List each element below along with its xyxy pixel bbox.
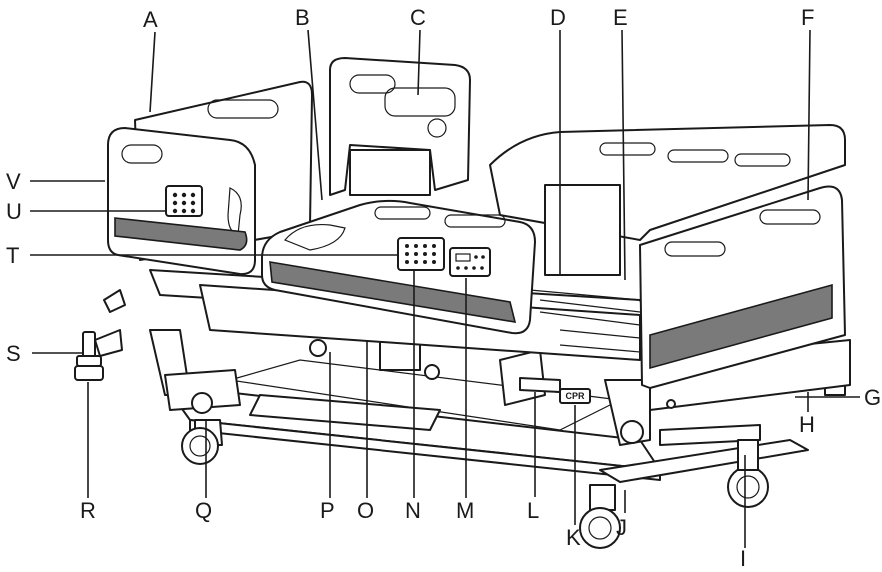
leader-C [417, 29, 421, 96]
label-D: D [550, 5, 566, 30]
label-S: S [6, 341, 21, 366]
caster-front-left [181, 419, 223, 465]
label-A: A [143, 7, 158, 32]
label-C: C [410, 5, 426, 30]
label-R: R [80, 498, 96, 523]
label-G: G [864, 385, 881, 410]
label-P: P [320, 498, 335, 523]
rear-upper-siderail [329, 57, 471, 196]
footboard [639, 185, 846, 389]
label-M: M [456, 498, 474, 523]
rear-lower-siderail [489, 124, 846, 276]
label-U: U [6, 199, 22, 224]
leader-E [621, 29, 626, 281]
label-J: J [616, 515, 627, 540]
label-T: T [6, 243, 19, 268]
label-K: K [566, 525, 581, 550]
label-Q: Q [195, 498, 212, 523]
front-siderail-keypad-panel [397, 237, 445, 271]
base-frame [164, 359, 661, 481]
label-F: F [801, 5, 814, 30]
svg-text:CPR: CPR [565, 391, 585, 401]
label-O: O [357, 498, 374, 523]
head-end-siderail [107, 127, 256, 276]
label-I: I [740, 546, 746, 571]
leader-B [307, 29, 323, 201]
caster-rear-right [727, 439, 769, 508]
label-E: E [613, 5, 628, 30]
callout-labels: A B C D E F G H I J K L M N O P Q R S T … [6, 5, 881, 571]
label-N: N [405, 498, 421, 523]
cpr-release: CPR [519, 377, 591, 404]
leader-A [149, 31, 156, 113]
label-B: B [295, 5, 310, 30]
iv-pole-socket [74, 289, 126, 381]
leader-lines [30, 29, 860, 548]
front-siderail-display-panel [449, 247, 491, 277]
caster-front-right [579, 484, 621, 549]
label-H: H [799, 412, 815, 437]
leader-F [807, 29, 811, 201]
label-L: L [527, 498, 539, 523]
label-V: V [6, 169, 21, 194]
